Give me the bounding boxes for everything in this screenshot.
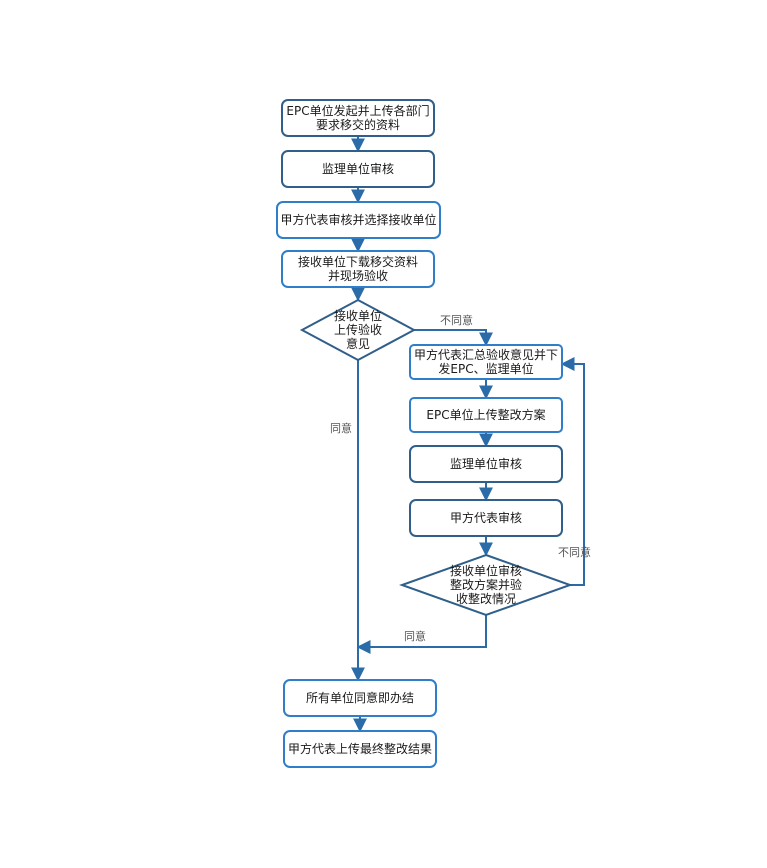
process-node: 所有单位同意即办结 xyxy=(283,679,437,717)
node-label: 接收单位审核 xyxy=(450,563,522,578)
node-label: 监理单位审核 xyxy=(450,456,522,471)
process-node: 甲方代表上传最终整改结果 xyxy=(283,730,437,768)
edge-label: 同意 xyxy=(330,421,352,435)
process-box xyxy=(283,679,437,717)
node-label: 收整改情况 xyxy=(456,591,516,606)
node-label: 发EPC、监理单位 xyxy=(438,361,533,376)
node-label: 要求移交的资料 xyxy=(316,117,400,132)
process-node: 甲方代表审核并选择接收单位 xyxy=(276,201,441,239)
node-label: 意见 xyxy=(346,336,370,351)
node-label: 上传验收 xyxy=(334,322,382,337)
process-node: EPC单位上传整改方案 xyxy=(409,397,563,433)
process-box xyxy=(281,150,435,188)
edge-label: 同意 xyxy=(404,629,426,643)
node-label: 整改方案并验 xyxy=(450,577,522,592)
edge-d2-to-n5 xyxy=(560,357,585,586)
process-node: 甲方代表审核 xyxy=(409,499,563,537)
node-label: 甲方代表审核 xyxy=(450,510,522,525)
process-node: 监理单位审核 xyxy=(281,150,435,188)
edge-d1-to-n5 xyxy=(414,329,493,347)
node-label: 甲方代表上传最终整改结果 xyxy=(288,741,432,756)
process-box xyxy=(283,730,437,768)
edge-label: 不同意 xyxy=(440,313,473,327)
decision-diamond xyxy=(299,298,417,362)
node-label: 所有单位同意即办结 xyxy=(306,690,414,705)
node-label: 接收单位下载移交资料 xyxy=(298,254,418,269)
process-box xyxy=(409,445,563,483)
decision-diamond xyxy=(399,553,573,617)
node-label: 甲方代表汇总验收意见并下 xyxy=(414,347,558,362)
process-box xyxy=(281,99,435,137)
process-box xyxy=(409,499,563,537)
edge-d2-to-n9 xyxy=(356,615,487,654)
node-label: 甲方代表审核并选择接收单位 xyxy=(280,212,436,227)
process-box xyxy=(276,201,441,239)
edge-label: 不同意 xyxy=(558,545,591,559)
node-label: EPC单位上传整改方案 xyxy=(426,407,545,422)
process-box xyxy=(409,344,563,380)
node-label: 接收单位 xyxy=(334,308,382,323)
process-box xyxy=(281,250,435,288)
node-label: 并现场验收 xyxy=(328,268,388,283)
nodes-layer: EPC单位发起并上传各部门要求移交的资料监理单位审核甲方代表审核并选择接收单位接… xyxy=(276,99,573,768)
node-label: 监理单位审核 xyxy=(322,161,394,176)
process-box xyxy=(409,397,563,433)
node-label: EPC单位发起并上传各部门 xyxy=(286,103,429,118)
process-node: 监理单位审核 xyxy=(409,445,563,483)
